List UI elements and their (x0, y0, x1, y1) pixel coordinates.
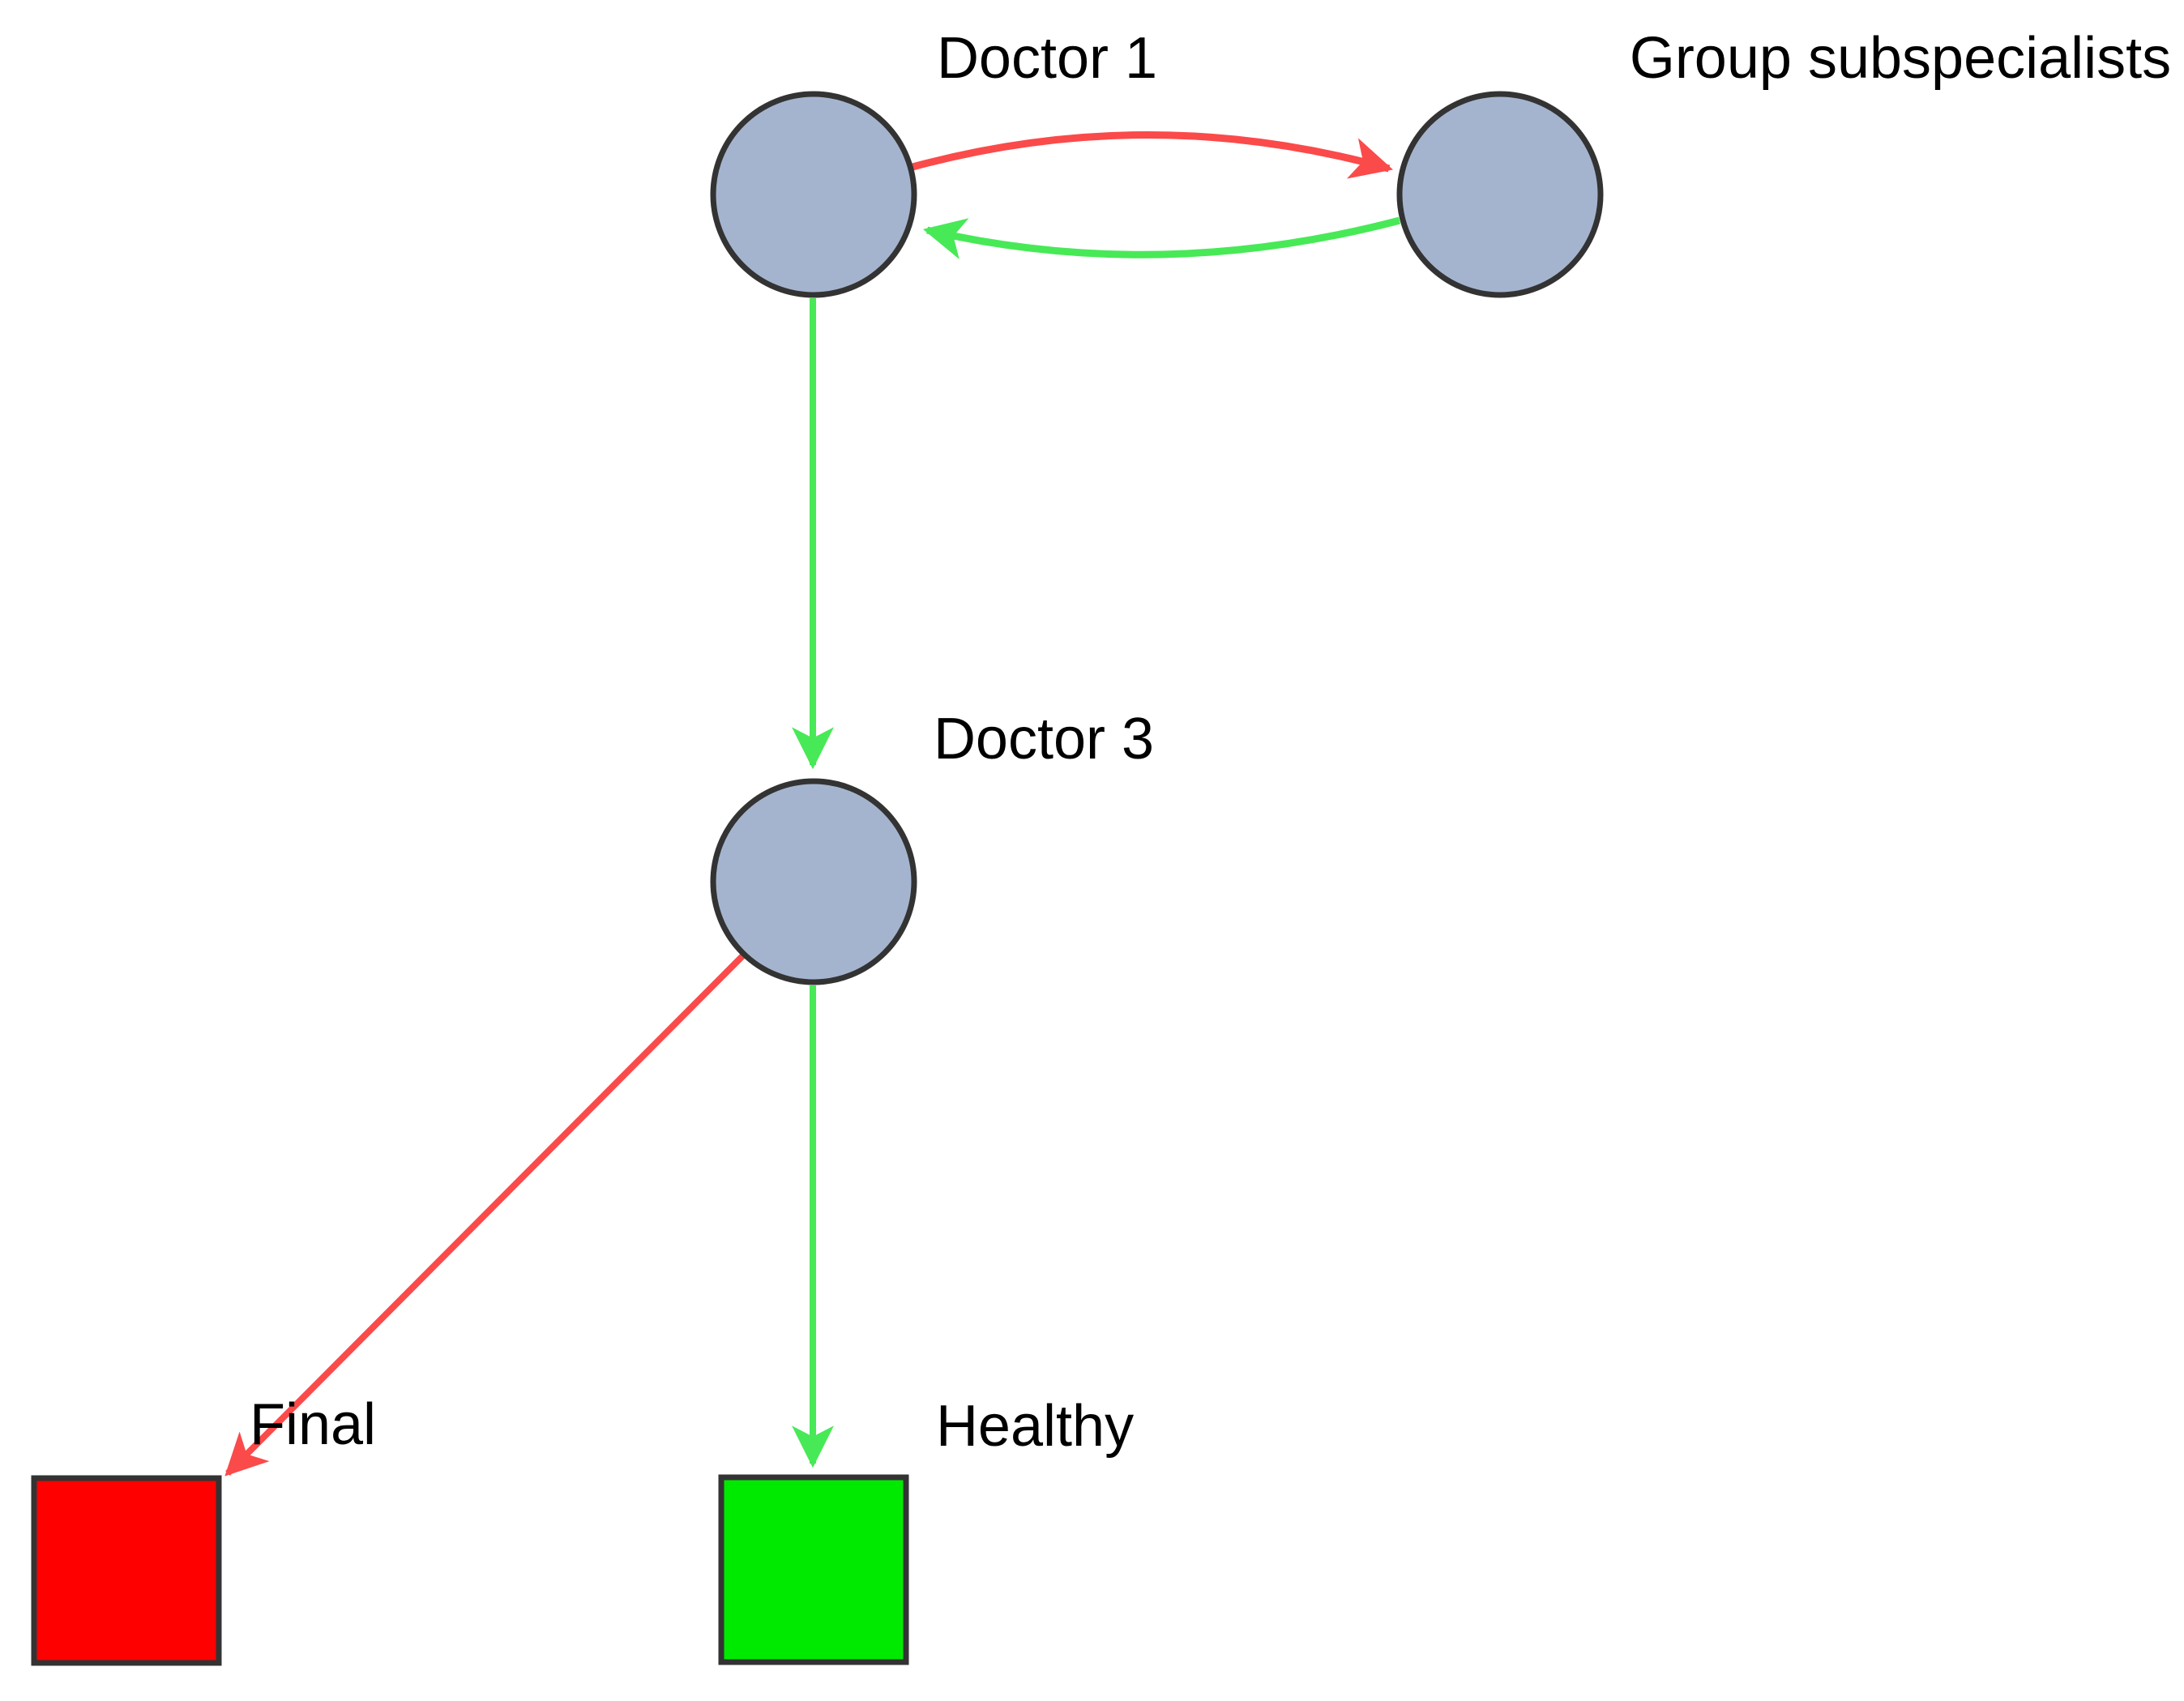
edge-group-subspecialists-to-doctor1 (922, 216, 1401, 259)
node-final[interactable] (31, 1475, 222, 1666)
node-doctor3[interactable] (710, 778, 917, 985)
edge-doctor3-to-final (224, 954, 745, 1477)
label-group-subspecialists: Group subspecialists (1630, 26, 2171, 91)
label-healthy: Healthy (936, 1394, 1134, 1459)
label-final: Final (250, 1392, 376, 1457)
label-doctor1: Doctor 1 (937, 26, 1157, 91)
node-group-subspecialists[interactable] (1396, 91, 1604, 298)
node-doctor1[interactable] (710, 91, 917, 298)
node-healthy[interactable] (718, 1474, 909, 1665)
edge-doctor1-to-group-subspecialists (911, 131, 1394, 179)
label-doctor3: Doctor 3 (934, 707, 1154, 771)
